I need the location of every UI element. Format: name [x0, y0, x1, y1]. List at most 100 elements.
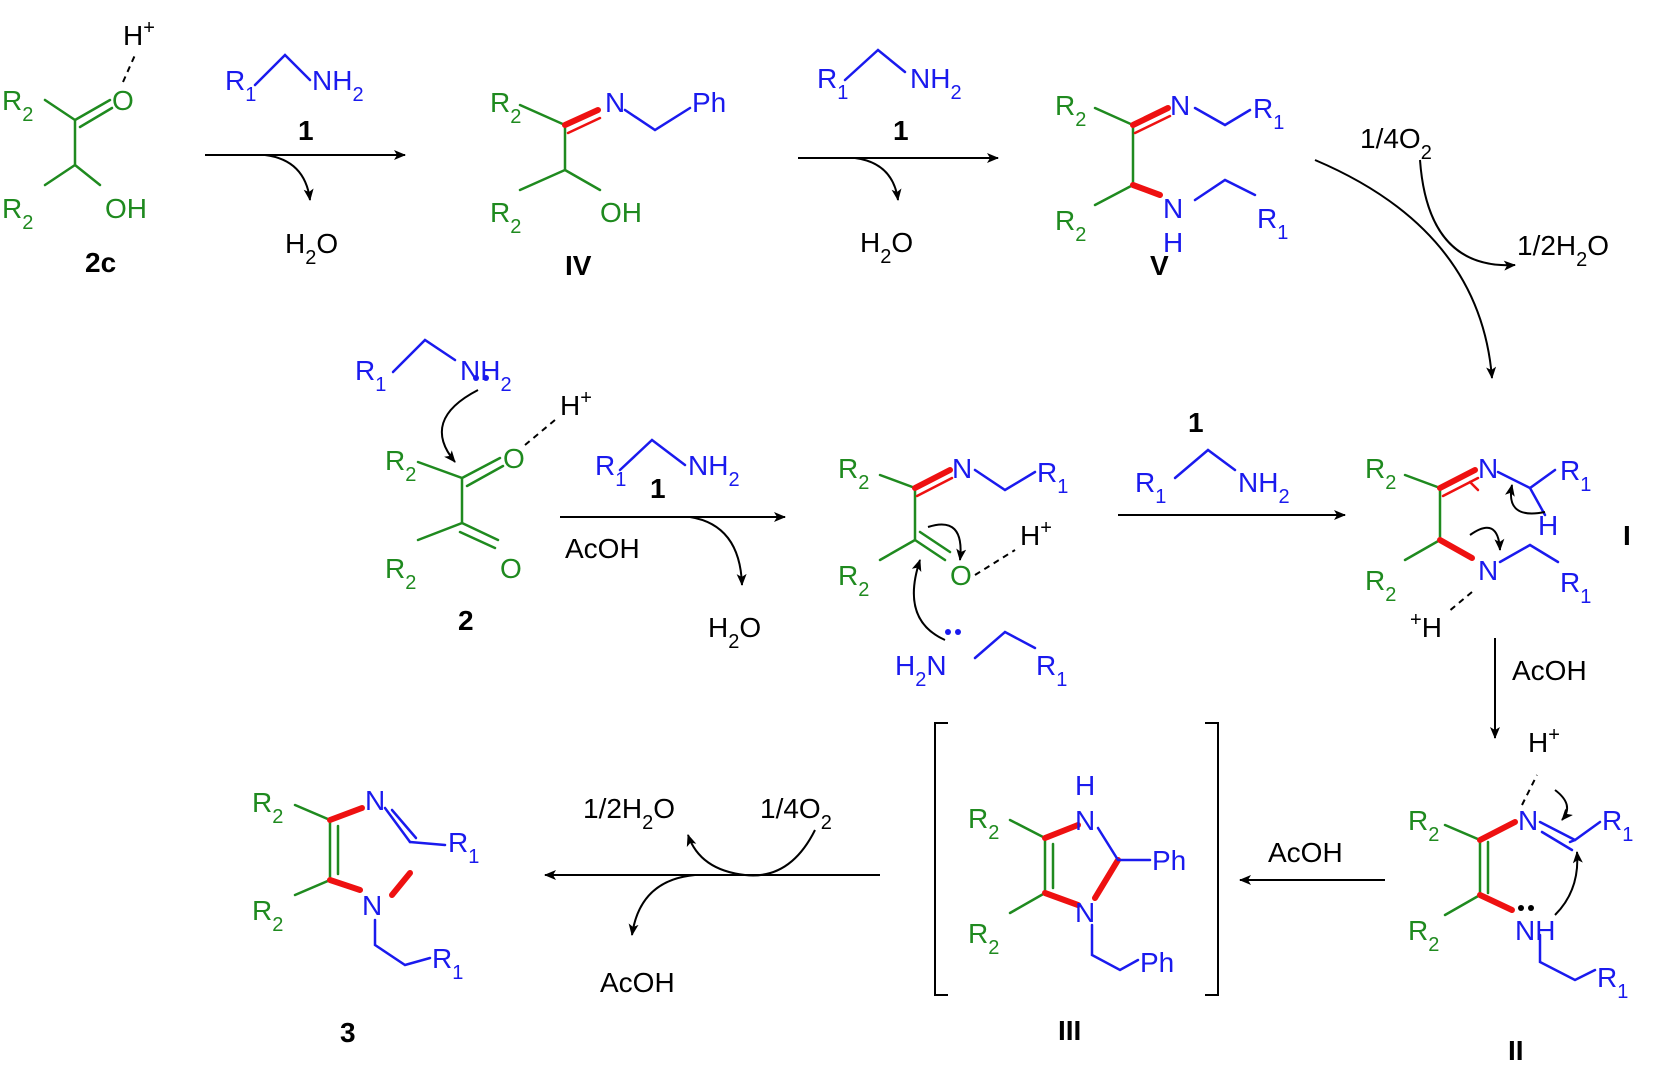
r2-label: R2: [1365, 453, 1396, 494]
proton-label: +H: [1410, 609, 1442, 643]
r1-label: R1: [595, 450, 626, 491]
ring-n-label: N: [1075, 897, 1095, 928]
water-half-label: 1/2H2O: [1517, 230, 1609, 271]
phenyl-label: Ph: [692, 87, 726, 118]
r1-label: R1: [1560, 567, 1591, 608]
reagent-1-label: 1: [298, 115, 314, 146]
r1-label: R1: [1036, 650, 1067, 691]
imine-n-label: N: [952, 453, 972, 484]
arrow-imine-to-i: 1 R1 NH2: [1118, 407, 1346, 520]
proton-label: H+: [1020, 517, 1052, 551]
r2-label: R2: [2, 193, 33, 234]
water-label: H2O: [708, 612, 761, 653]
amine-label: NH2: [1238, 467, 1290, 508]
amine-label: NH2: [910, 63, 962, 104]
oxygen-quarter-label: 1/4O2: [1360, 123, 1432, 164]
compound-3-label: 3: [340, 1017, 356, 1048]
ring-n-label: N: [1075, 805, 1095, 836]
r2-label: R2: [490, 197, 521, 238]
compound-i: R2 R2 N R1 H N R1 +H I: [1365, 453, 1631, 643]
water-half-label: 1/2H2O: [583, 793, 675, 834]
arrow-ii-to-iii: AcOH: [1239, 837, 1385, 885]
r1-label: R1: [1253, 93, 1284, 134]
r2-label: R2: [968, 803, 999, 844]
arrow-v-to-i: 1/4O2 1/2H2O: [1314, 123, 1609, 379]
compound-ii: R2 R2 N R1 NH R1 H+ II: [1408, 724, 1633, 1066]
r1-label: R1: [1037, 457, 1068, 498]
proton-label: H+: [560, 387, 592, 421]
arrow-2c-to-iv: R1 NH2 1 H2O: [205, 53, 406, 269]
compound-iii-label: III: [1058, 1015, 1081, 1046]
hydroxyl-label: OH: [105, 193, 147, 224]
proton-label: H+: [123, 17, 155, 51]
compound-2c-label: 2c: [85, 247, 116, 278]
amine-nh-label: NH: [1515, 915, 1555, 946]
oxygen-label: O: [112, 85, 134, 116]
r1-label: R1: [225, 65, 256, 106]
compound-ii-label: II: [1508, 1035, 1524, 1066]
r2-label: R2: [252, 787, 283, 828]
amine-h-label: H: [1163, 227, 1183, 258]
arrow-i-to-ii: AcOH: [1490, 638, 1587, 739]
r1-label: R1: [1135, 467, 1166, 508]
amine-label: NH2: [460, 355, 512, 396]
r2-label: R2: [1365, 565, 1396, 606]
phenyl-label: Ph: [1140, 947, 1174, 978]
compound-v-label: V: [1150, 250, 1169, 281]
r2-label: R2: [385, 445, 416, 486]
imine-n-label: N: [1170, 90, 1190, 121]
r1-label: R1: [448, 827, 479, 868]
r1-label: R1: [355, 355, 386, 396]
ring-n-label: N: [362, 890, 382, 921]
imine-n-label: N: [605, 87, 625, 118]
r1-label: R1: [1257, 203, 1288, 244]
amine-nucleophile-label: H2N: [895, 650, 947, 691]
imine-n-label: N: [1478, 453, 1498, 484]
arrow-iv-to-v: R1 NH2 1 H2O: [798, 48, 999, 268]
r1-label: R1: [432, 943, 463, 984]
acoh-label: AcOH: [1512, 655, 1587, 686]
amine-n-label: N: [1163, 193, 1183, 224]
r1-label: R1: [1602, 805, 1633, 846]
r2-label: R2: [1055, 205, 1086, 246]
r2-label: R2: [838, 453, 869, 494]
imine-n-label: N: [1518, 805, 1538, 836]
compound-3: R2 R2 N R1 N R1 3: [252, 785, 479, 1048]
compound-2c: R2 R2 O OH H+ 2c: [2, 17, 155, 278]
hydrogen-label: H: [1538, 510, 1558, 541]
acoh-label: AcOH: [600, 967, 675, 998]
r2-label: R2: [490, 87, 521, 128]
r2-label: R2: [1408, 915, 1439, 956]
reagent-1-label: 1: [1188, 407, 1204, 438]
r2-label: R2: [1408, 805, 1439, 846]
r2-label: R2: [968, 918, 999, 959]
water-label: H2O: [860, 227, 913, 268]
compound-2: R1 NH2 R2 R2 O O H+ 2: [355, 338, 592, 636]
acoh-label: AcOH: [565, 533, 640, 564]
arrow-iii-to-3: 1/2H2O 1/4O2 AcOH: [544, 793, 880, 998]
oxygen-quarter-label: 1/4O2: [760, 793, 832, 834]
compound-iii: R2 R2 H N Ph N Ph III: [934, 722, 1219, 1046]
amine-label: NH2: [312, 65, 364, 106]
oxygen-label: O: [950, 560, 972, 591]
compound-iv: R2 R2 N Ph OH IV: [490, 87, 726, 281]
r1-label: R1: [817, 63, 848, 104]
reagent-1-label: 1: [650, 473, 666, 504]
r2-label: R2: [2, 85, 33, 126]
phenyl-label: Ph: [1152, 845, 1186, 876]
r2-label: R2: [838, 560, 869, 601]
arrow-2-to-imine: R1 NH2 1 AcOH H2O: [560, 438, 786, 653]
r1-label: R1: [1597, 962, 1628, 1003]
reagent-1-label: 1: [893, 115, 909, 146]
compound-2-label: 2: [458, 605, 474, 636]
acoh-label: AcOH: [1268, 837, 1343, 868]
r2-label: R2: [252, 895, 283, 936]
amine-label: NH2: [688, 450, 740, 491]
proton-label: H+: [1528, 724, 1560, 758]
ring-n-label: N: [365, 785, 385, 816]
mono-imine-intermediate: R2 R2 N R1 O H+ H2N R1: [838, 453, 1068, 691]
compound-iv-label: IV: [565, 250, 592, 281]
compound-v: R2 R2 N R1 N H R1 V: [1055, 90, 1288, 281]
compound-i-label: I: [1623, 520, 1631, 551]
